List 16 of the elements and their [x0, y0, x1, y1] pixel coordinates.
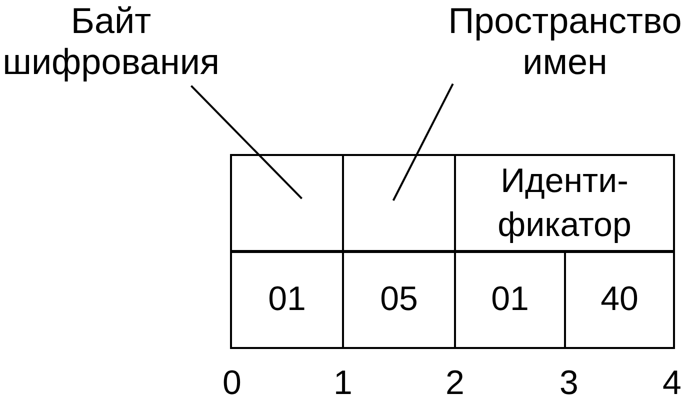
offset-label: 2: [446, 366, 464, 400]
offset-label: 4: [662, 366, 682, 400]
offset-label: 0: [222, 366, 242, 400]
header-cell: Иденти- фикатор: [454, 154, 675, 253]
leader-line: [392, 83, 454, 201]
offset-label: 3: [560, 366, 578, 400]
callout-label: Байт шифрования: [2, 0, 220, 83]
byte-value-cell: 40: [564, 250, 675, 349]
byte-value-cell: 01: [230, 250, 344, 349]
byte-value-cell: 05: [342, 250, 456, 349]
leader-line: [190, 85, 303, 200]
offset-label: 1: [334, 366, 352, 400]
empty-cell: [230, 154, 344, 253]
empty-cell: [342, 154, 456, 253]
byte-value-cell: 01: [454, 250, 566, 349]
callout-label: Пространство имен: [448, 0, 682, 83]
